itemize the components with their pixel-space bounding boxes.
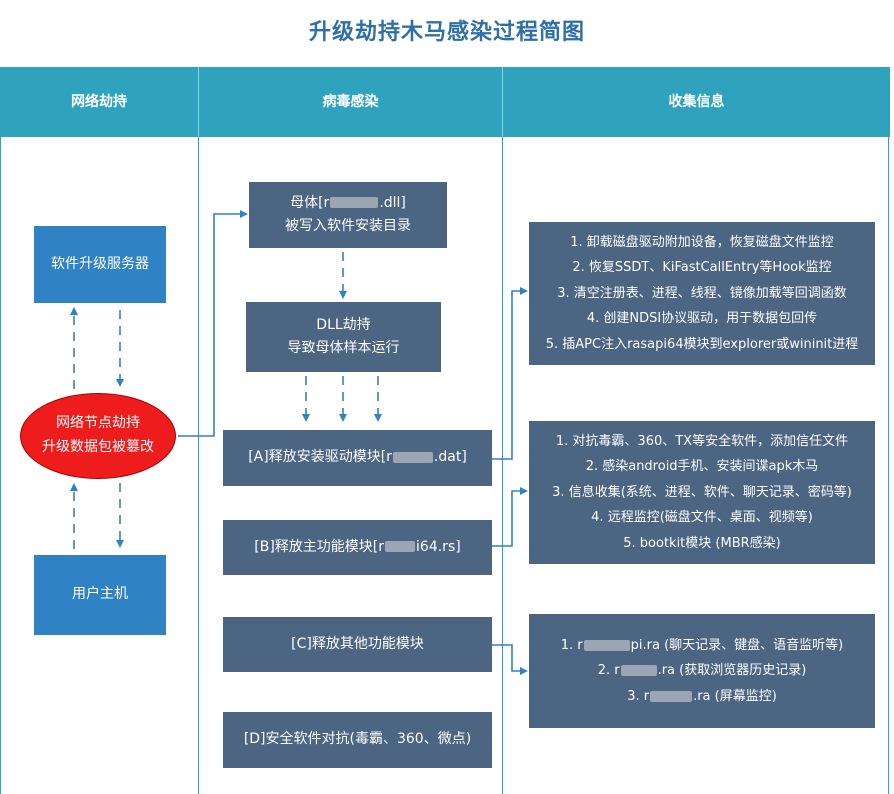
item-suffix: .ra (获取浏览器历史记录)	[657, 663, 807, 679]
item-prefix: 2. r	[597, 663, 620, 679]
list-item: 2. 感染android手机、安装间谍apk木马	[585, 459, 819, 475]
arrow-c-to-group3	[492, 644, 528, 675]
redaction-mark	[583, 639, 630, 651]
mother-dll-box: 母体[r .dll] 被写入软件安装目录	[249, 182, 447, 248]
list-item: 1. r pi.ra (聊天记录、键盘、语音监听等)	[561, 633, 843, 658]
module-b-box: [B]释放主功能模块[r i64.rs]	[223, 520, 492, 575]
module-d-label: [D]安全软件对抗(毒霸、360、微点)	[243, 731, 472, 748]
list-item: 2. r .ra (获取浏览器历史记录)	[598, 658, 807, 683]
list-item: 4. 远程监控(磁盘文件、桌面、视频等)	[591, 510, 813, 526]
collect-group1-box: 1. 卸载磁盘驱动附加设备，恢复磁盘文件监控 2. 恢复SSDT、KiFastC…	[529, 222, 875, 365]
diagram-title: 升级劫持木马感染过程简图	[308, 20, 585, 45]
column-header-collect: 收集信息	[668, 94, 725, 110]
list-item: 4. 创建NDSI协议驱动，用于数据包回传	[586, 311, 818, 327]
arrow-hijack-to-mother	[178, 210, 248, 437]
list-item: 1. 卸载磁盘驱动附加设备，恢复磁盘文件监控	[570, 235, 834, 251]
module-c-label: [C]释放其他功能模块	[291, 635, 424, 652]
module-a-suffix: .dat]	[433, 449, 467, 466]
column-header-bar: 网络劫持 病毒感染 收集信息	[0, 67, 890, 137]
column-divider	[198, 137, 199, 794]
item-prefix: 3. r	[627, 688, 650, 704]
dll-hijack-box: DLL劫持 导致母体样本运行	[246, 302, 441, 372]
dll-line2: 导致母体样本运行	[287, 340, 400, 356]
module-d-box: [D]安全软件对抗(毒霸、360、微点)	[223, 712, 492, 768]
server-label: 软件升级服务器	[51, 255, 149, 272]
module-b-prefix: [B]释放主功能模块[r	[254, 538, 385, 555]
item-prefix: 1. r	[560, 637, 583, 653]
item-suffix: pi.ra (聊天记录、键盘、语音监听等)	[630, 637, 844, 653]
column-divider	[502, 137, 503, 794]
module-a-label: [A]释放安装驱动模块[r .dat]	[248, 446, 467, 469]
item-suffix: .ra (屏幕监控)	[693, 688, 777, 704]
dll-line1: DLL劫持	[316, 316, 371, 333]
module-b-label: [B]释放主功能模块[r i64.rs]	[254, 536, 460, 559]
collect-group2-box: 1. 对抗毒霸、360、TX等安全软件，添加信任文件 2. 感染android手…	[529, 421, 875, 564]
redaction-mark	[650, 690, 693, 702]
arrow-a-to-group1	[492, 287, 528, 460]
software-update-server-box: 软件升级服务器	[34, 226, 166, 303]
mother-line2: 被写入软件安装目录	[285, 218, 411, 234]
column-border-left	[0, 137, 1, 794]
collect-group3-box: 1. r pi.ra (聊天记录、键盘、语音监听等) 2. r .ra (获取浏览器…	[529, 614, 875, 728]
mother-line1: 母体[r .dll]	[290, 192, 406, 215]
user-host-box: 用户主机	[34, 555, 166, 635]
list-item: 3. r .ra (屏幕监控)	[627, 684, 777, 709]
host-label: 用户主机	[72, 586, 128, 603]
list-item: 5. bootkit模块 (MBR感染)	[623, 535, 781, 551]
redaction-mark	[330, 197, 379, 209]
redaction-mark	[620, 665, 657, 677]
arrow-b-to-group2	[492, 487, 528, 547]
mother-prefix: 母体[r	[290, 194, 330, 211]
mother-suffix: .dll]	[379, 194, 406, 211]
hijack-line1: 网络节点劫持	[56, 415, 140, 432]
module-c-box: [C]释放其他功能模块	[223, 617, 492, 672]
hijack-line2: 升级数据包被篡改	[42, 439, 154, 455]
list-item: 2. 恢复SSDT、KiFastCallEntry等Hook监控	[572, 260, 832, 276]
redaction-mark	[392, 451, 433, 463]
module-b-suffix: i64.rs]	[416, 538, 461, 555]
redaction-mark	[385, 541, 416, 553]
list-item: 1. 对抗毒霸、360、TX等安全软件，添加信任文件	[555, 434, 849, 450]
header-divider	[502, 67, 503, 137]
column-header-infection: 病毒感染	[322, 94, 379, 110]
module-a-box: [A]释放安装驱动模块[r .dat]	[223, 430, 492, 486]
column-border-right	[888, 137, 889, 794]
module-a-prefix: [A]释放安装驱动模块[r	[248, 449, 392, 466]
header-divider	[198, 67, 199, 137]
list-item: 3. 清空注册表、进程、线程、镜像加载等回调函数	[557, 285, 847, 301]
network-hijack-node: 网络节点劫持 升级数据包被篡改	[20, 393, 176, 479]
list-item: 5. 插APC注入rasapi64模块到explorer或wininit进程	[545, 336, 859, 352]
column-header-network: 网络劫持	[71, 94, 127, 110]
list-item: 3. 信息收集(系统、进程、软件、聊天记录、密码等)	[552, 484, 852, 500]
